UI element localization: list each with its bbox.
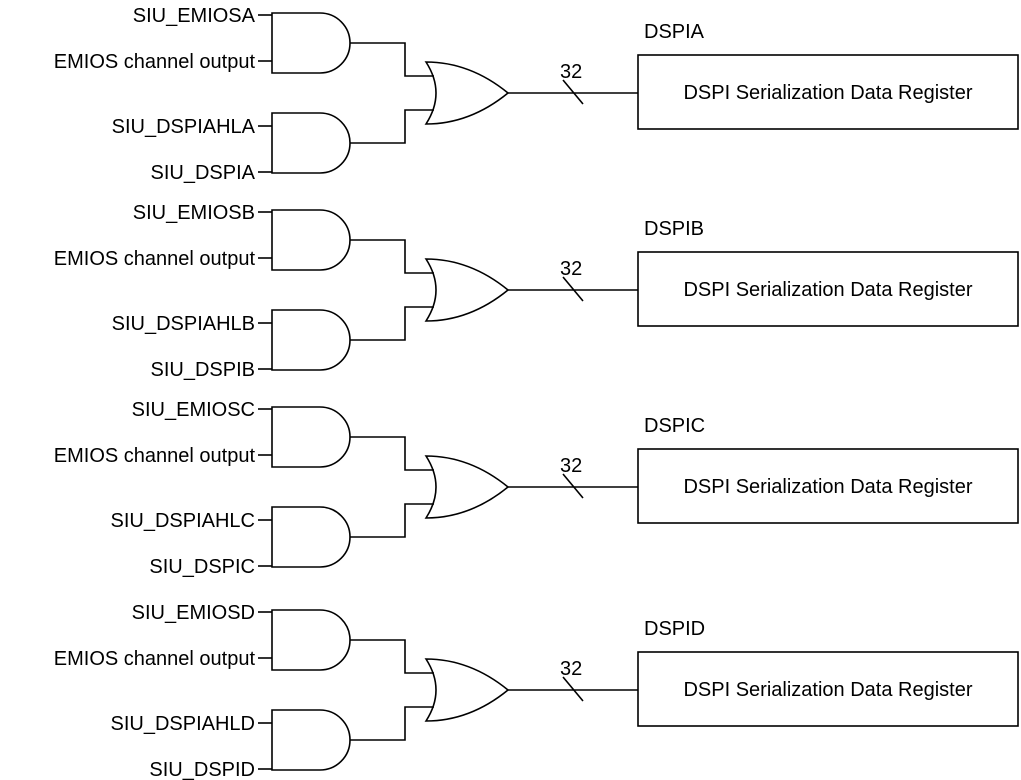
label-input-3: SIU_DSPIAHLD: [111, 713, 256, 735]
register-box: [637, 251, 1019, 327]
register-box: [637, 54, 1019, 130]
channel-group-c: SIU_EMIOSC EMIOS channel output SIU_DSPI…: [54, 399, 1019, 578]
bus-slash: [562, 473, 584, 499]
channel-group-d: SIU_EMIOSD EMIOS channel output SIU_DSPI…: [54, 602, 1019, 780]
input-wires: [258, 611, 272, 770]
register-label: DSPI Serialization Data Register: [683, 476, 972, 498]
and-gate-lower: [271, 709, 351, 771]
module-label: DSPIA: [644, 21, 705, 43]
bus-slash: [562, 676, 584, 702]
register-label: DSPI Serialization Data Register: [683, 679, 972, 701]
module-label: DSPIB: [644, 218, 704, 240]
label-input-4: SIU_DSPIA: [151, 162, 256, 184]
label-input-4: SIU_DSPIC: [149, 556, 255, 578]
label-input-4: SIU_DSPID: [149, 759, 255, 780]
label-input-2: EMIOS channel output: [54, 51, 256, 73]
input-wires: [258, 14, 272, 173]
label-input-1: SIU_EMIOSC: [132, 399, 255, 421]
and-gate-lower: [271, 309, 351, 371]
label-input-3: SIU_DSPIAHLA: [112, 116, 256, 138]
label-input-1: SIU_EMIOSD: [132, 602, 255, 624]
register-box: [637, 448, 1019, 524]
and-gate-lower: [271, 506, 351, 568]
and-gate-upper: [271, 406, 351, 468]
bus-slash: [562, 79, 584, 105]
and-gate-lower: [271, 112, 351, 174]
label-input-4: SIU_DSPIB: [151, 359, 255, 381]
bus-width-label: 32: [560, 658, 582, 680]
label-input-2: EMIOS channel output: [54, 248, 256, 270]
and-gate-upper: [271, 12, 351, 74]
and-to-or-wires: [350, 436, 434, 538]
and-to-or-wires: [350, 239, 434, 341]
register-label: DSPI Serialization Data Register: [683, 82, 972, 104]
channel-group-a: SIU_EMIOSA EMIOS channel output SIU_DSPI…: [54, 5, 1019, 184]
or-gate: [424, 658, 510, 722]
label-input-2: EMIOS channel output: [54, 445, 256, 467]
bus-slash: [562, 276, 584, 302]
label-input-1: SIU_EMIOSB: [133, 202, 255, 224]
bus-width-label: 32: [560, 61, 582, 83]
register-label: DSPI Serialization Data Register: [683, 279, 972, 301]
and-gate-upper: [271, 609, 351, 671]
label-input-3: SIU_DSPIAHLB: [112, 313, 255, 335]
input-wires: [258, 211, 272, 370]
and-to-or-wires: [350, 42, 434, 144]
or-gate: [424, 258, 510, 322]
channel-group-b: SIU_EMIOSB EMIOS channel output SIU_DSPI…: [54, 202, 1019, 381]
label-input-2: EMIOS channel output: [54, 648, 256, 670]
label-input-3: SIU_DSPIAHLC: [111, 510, 256, 532]
module-label: DSPID: [644, 618, 705, 640]
and-to-or-wires: [350, 639, 434, 741]
register-box: [637, 651, 1019, 727]
label-input-1: SIU_EMIOSA: [133, 5, 256, 27]
bus-width-label: 32: [560, 455, 582, 477]
or-gate: [424, 61, 510, 125]
or-gate: [424, 455, 510, 519]
and-gate-upper: [271, 209, 351, 271]
module-label: DSPIC: [644, 415, 705, 437]
bus-width-label: 32: [560, 258, 582, 280]
input-wires: [258, 408, 272, 567]
